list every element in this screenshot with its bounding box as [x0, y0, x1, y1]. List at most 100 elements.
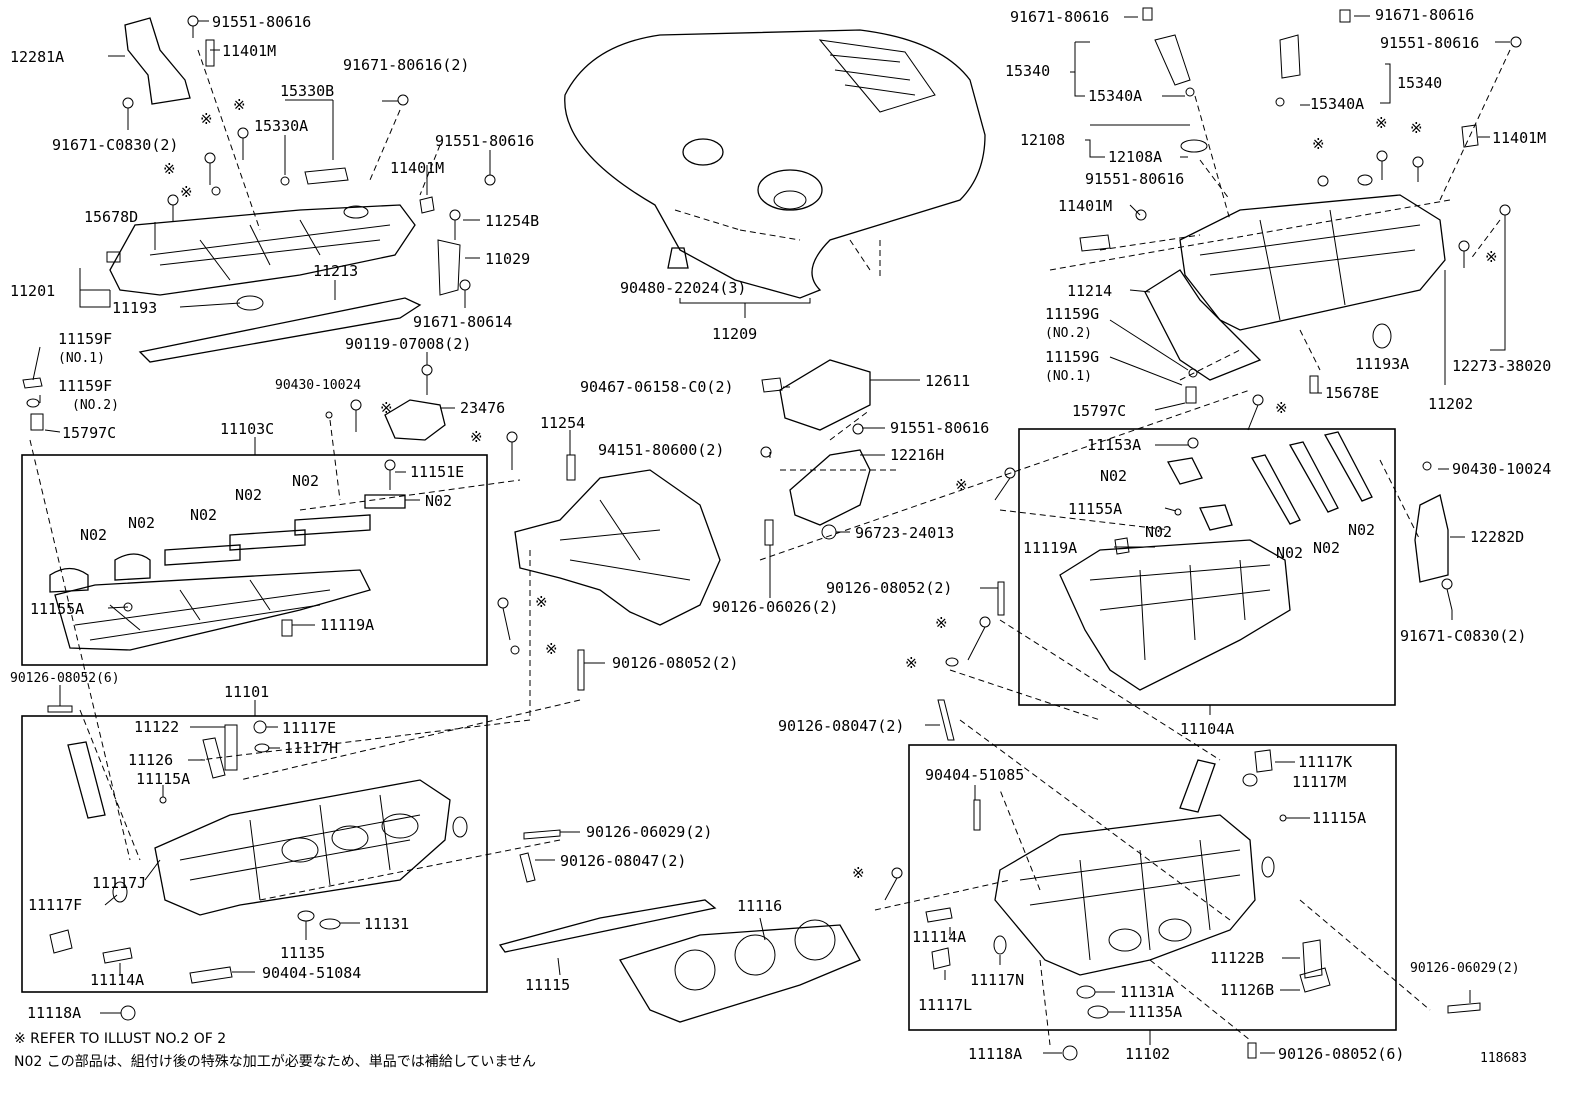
gasket-11214 — [1144, 269, 1262, 381]
label-11193a: 11193A — [1355, 355, 1409, 373]
label-11254: 11254 — [540, 414, 585, 432]
ref-mark: ※ — [180, 183, 193, 201]
label-91671-c0830-2b: 91671-C0830(2) — [1400, 627, 1526, 645]
ref-mark: ※ — [935, 614, 948, 632]
label-11117l: 11117L — [918, 996, 972, 1014]
label-11103c: 11103C — [220, 420, 274, 438]
bracket-12282d — [1414, 494, 1449, 583]
label-91671-80616-2a: 91671-80616(2) — [343, 56, 469, 74]
note-refer: ※ REFER TO ILLUST NO.2 OF 2 — [14, 1031, 226, 1047]
label-11122b: 11122B — [1210, 949, 1264, 967]
label-11117m: 11117M — [1292, 773, 1346, 791]
label-11401m-a: 11401M — [222, 42, 276, 60]
label-91671-80614: 91671-80614 — [413, 313, 512, 331]
label-11159f-2: 11159F — [58, 377, 112, 395]
label-15330b: 15330B — [280, 82, 334, 100]
label-90404-51084: 90404-51084 — [262, 964, 361, 982]
cylinder-head-cover-11201 — [109, 204, 416, 311]
camshaft-housing-11103c — [49, 494, 406, 651]
label-15340a-b: 15340A — [1310, 95, 1364, 113]
note-n02: N02 この部品は、組付け後の特殊な加工が必要なため、単品では補給していません — [14, 1054, 536, 1070]
label-11101: 11101 — [224, 683, 269, 701]
label-n02-6: N02 — [425, 492, 452, 510]
label-11117j: 11117J — [92, 874, 146, 892]
label-90126-08052-2b: 90126-08052(2) — [826, 579, 952, 597]
ref-mark: ※ — [1410, 119, 1423, 137]
label-91551-80616-d: 91551-80616 — [1085, 170, 1184, 188]
cylinder-head-11101 — [67, 741, 468, 916]
ref-mark: ※ — [955, 476, 968, 494]
label-n02-3: N02 — [190, 506, 217, 524]
label-15340a-a: 15340A — [1088, 87, 1142, 105]
label-90119-07008: 90119-07008(2) — [345, 335, 471, 353]
label-90126-08052-6a: 90126-08052(6) — [10, 671, 120, 686]
label-12273-38020: 12273-38020 — [1452, 357, 1551, 375]
label-90126-08052-6b: 90126-08052(6) — [1278, 1045, 1404, 1063]
label-118683: 118683 — [1480, 1051, 1527, 1066]
label-90480-22024: 90480-22024(3) — [620, 279, 746, 297]
label-11117e: 11117E — [282, 719, 336, 737]
part-labels: 12281A 91551-80616 11401M 91671-80616(2)… — [10, 6, 1551, 1066]
label-n02-7: N02 — [1100, 467, 1127, 485]
label-11122-a: 11122 — [134, 718, 179, 736]
label-11126b: 11126B — [1220, 981, 1274, 999]
label-11117k: 11117K — [1298, 753, 1352, 771]
label-11202: 11202 — [1428, 395, 1473, 413]
label-11254b: 11254B — [485, 212, 539, 230]
ref-mark: ※ — [200, 110, 213, 128]
label-11209: 11209 — [712, 325, 757, 343]
label-11117f: 11117F — [28, 896, 82, 914]
label-91551-80616-a: 91551-80616 — [212, 13, 311, 31]
label-11102: 11102 — [1125, 1045, 1170, 1063]
label-11153a: 11153A — [1087, 436, 1141, 454]
label-90430-10024-a: 90430-10024 — [275, 378, 361, 393]
label-11159g-2: 11159G — [1045, 348, 1099, 366]
ref-mark: ※ — [852, 864, 865, 882]
label-15797c-b: 15797C — [1072, 402, 1126, 420]
engine-parts-12611-12216h — [779, 359, 871, 540]
label-11131: 11131 — [364, 915, 409, 933]
label-12108a: 12108A — [1108, 148, 1162, 166]
label-11029: 11029 — [485, 250, 530, 268]
camshaft-housing-11104a — [1059, 431, 1373, 691]
engine-cover-11209 — [564, 29, 986, 299]
label-90126-06029-2a: 90126-06029(2) — [586, 823, 712, 841]
bracket-12281a — [124, 17, 191, 105]
label-11118a-a: 11118A — [27, 1004, 81, 1022]
label-23476: 23476 — [460, 399, 505, 417]
label-n02-8: N02 — [1145, 523, 1172, 541]
label-11193: 11193 — [112, 299, 157, 317]
box-11104a — [1018, 428, 1396, 706]
label-15330a: 15330A — [254, 117, 308, 135]
label-11115a-b: 11115A — [1312, 809, 1366, 827]
leader-lines — [29, 15, 1511, 1054]
label-11135a: 11135A — [1128, 1003, 1182, 1021]
label-11126-a: 11126 — [128, 751, 173, 769]
label-11117n: 11117N — [970, 971, 1024, 989]
label-n02-10: N02 — [1313, 539, 1340, 557]
label-15340-b: 15340 — [1397, 74, 1442, 92]
label-15340-a: 15340 — [1005, 62, 1050, 80]
label-n02-1: N02 — [80, 526, 107, 544]
label-15797c-a: 15797C — [62, 424, 116, 442]
label-no2-b: (NO.2) — [1045, 326, 1092, 341]
ref-mark: ※ — [163, 160, 176, 178]
ref-mark: ※ — [535, 593, 548, 611]
label-91671-80616-r2: 91671-80616 — [1375, 6, 1474, 24]
label-no2-a: (NO.2) — [72, 398, 119, 413]
label-11119a-a: 11119A — [320, 616, 374, 634]
label-91551-80616-r: 91551-80616 — [1380, 34, 1479, 52]
ref-mark: ※ — [1275, 399, 1288, 417]
cylinder-head-11102 — [994, 759, 1275, 976]
label-12611: 12611 — [925, 372, 970, 390]
label-91671-c0830-2a: 91671-C0830(2) — [52, 136, 178, 154]
label-n02-5: N02 — [292, 472, 319, 490]
label-90430-10024-b: 90430-10024 — [1452, 460, 1551, 478]
label-no1-b: (NO.1) — [1045, 369, 1092, 384]
label-12108: 12108 — [1020, 131, 1065, 149]
reference-marks: ※ ※ ※ ※ ※ ※ ※ ※ ※ ※ ※ ※ ※ ※ ※ ※ ※ — [163, 96, 1498, 882]
label-90126-06029-2b: 90126-06029(2) — [1410, 961, 1520, 976]
label-12281a: 12281A — [10, 48, 64, 66]
label-15678d: 15678D — [84, 208, 138, 226]
label-11117h: 11117H — [284, 739, 338, 757]
